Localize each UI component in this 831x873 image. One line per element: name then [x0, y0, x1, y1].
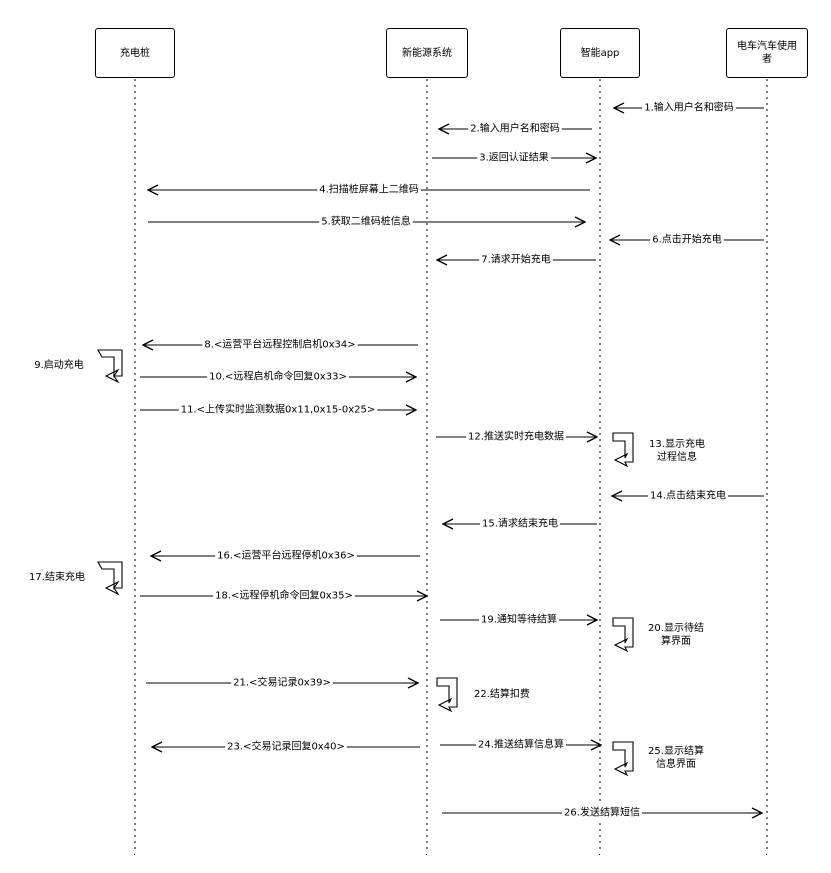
message-label: 1.输入用户名和密码	[644, 101, 734, 114]
actor-label: 新能源系统	[402, 47, 452, 59]
message-label: 7.请求开始充电	[481, 253, 551, 266]
message-label-bg	[215, 547, 357, 563]
note-settlement-deduction: 22.结算扣费	[474, 689, 530, 700]
note-show-pending-settlement: 20.显示待结算界面	[648, 623, 704, 647]
message-label: 23.<交易记录回复0x40>	[227, 740, 345, 753]
message-label: 8.<运营平台远程控制启机0x34>	[204, 338, 355, 351]
message-label-bg	[642, 99, 736, 115]
message-label: 2.输入用户名和密码	[470, 122, 560, 135]
message-label-bg	[648, 487, 728, 503]
note-end-charging: 17.结束充电	[29, 572, 85, 583]
message-label: 11.<上传实时监测数据0x11,0x15-0x25>	[181, 403, 375, 416]
self-call-arrow-13	[612, 432, 634, 468]
message-label-bg	[479, 611, 559, 627]
self-call-arrow-9	[97, 349, 123, 384]
self-call-arrow-25	[612, 741, 634, 777]
message-label-bg	[476, 736, 566, 752]
message-label-bg	[213, 587, 355, 603]
actor-label: 智能app	[580, 47, 620, 59]
lifeline-end-tick: .	[133, 848, 136, 858]
lifeline-end-tick: .	[598, 848, 601, 858]
message-label-bg	[202, 336, 358, 352]
message-label-bg	[479, 251, 553, 267]
actor-ev-user: 电车汽车使用者	[726, 28, 808, 78]
message-label: 15.请求结束充电	[482, 517, 558, 530]
message-label: 10.<远程启机命令回复0x33>	[209, 370, 347, 383]
message-label-bg	[468, 120, 562, 136]
message-label-bg	[466, 428, 566, 444]
message-label: 18.<远程停机命令回复0x35>	[215, 589, 353, 602]
actor-label: 充电桩	[120, 47, 150, 59]
self-call-arrow-22	[436, 677, 458, 713]
message-label: 14.点击结束充电	[650, 489, 726, 502]
actor-smart-app: 智能app	[560, 28, 640, 78]
message-label-bg	[480, 515, 560, 531]
message-label-bg	[650, 231, 724, 247]
message-label: 4.扫描桩屏幕上二维码	[319, 183, 419, 196]
note-start-charging: 9.启动充电	[34, 360, 84, 371]
self-call-arrow-17	[97, 561, 123, 596]
message-label-bg	[317, 181, 421, 197]
message-label: 3.返回认证结果	[479, 151, 549, 164]
message-label-bg	[178, 401, 378, 417]
message-label-bg	[231, 674, 333, 690]
message-label: 5.获取二维码桩信息	[321, 215, 411, 228]
message-label: 26.发送结算短信	[564, 806, 640, 819]
message-label: 16.<运营平台远程停机0x36>	[217, 549, 355, 562]
message-label-backgrounds	[178, 99, 736, 820]
message-label-bg	[207, 368, 349, 384]
actor-label: 电车汽车使用者	[737, 41, 797, 65]
message-label: 21.<交易记录0x39>	[233, 676, 331, 689]
self-call-arrow-20	[612, 617, 634, 653]
message-label-bg	[225, 738, 347, 754]
actor-energy-system: 新能源系统	[386, 28, 468, 78]
lifeline-end-tick: .	[765, 848, 768, 858]
message-label-bg	[562, 804, 642, 820]
message-label: 6.点击开始充电	[652, 233, 722, 246]
message-label-bg	[319, 213, 413, 229]
lifeline-end-tick: .	[425, 848, 428, 858]
message-label: 12.推送实时充电数据	[468, 430, 564, 443]
message-label-bg	[477, 149, 551, 165]
message-label: 19.通知等待结算	[481, 613, 557, 626]
note-show-settlement-info: 25.显示结算信息界面	[648, 746, 704, 770]
actor-charging-pile: 充电桩	[95, 28, 175, 78]
note-show-charging-info: 13.显示充电过程信息	[649, 439, 705, 463]
message-label: 24.推送结算信息算	[478, 738, 564, 751]
